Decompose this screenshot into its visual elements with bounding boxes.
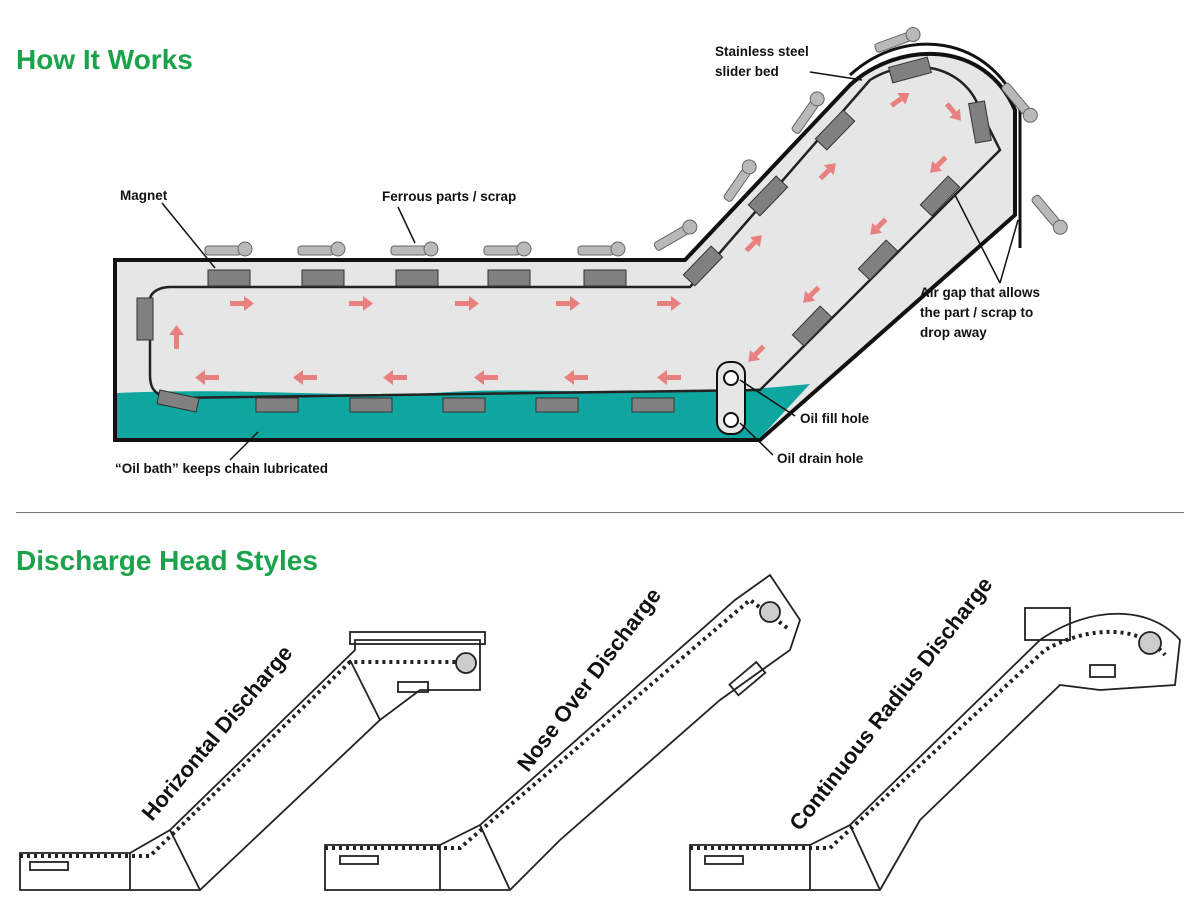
bolt: [653, 219, 698, 251]
magnet: [747, 175, 789, 217]
arrow-left: [564, 370, 588, 385]
leader-line: [809, 71, 863, 81]
bolt: [577, 241, 626, 257]
magnet: [255, 397, 299, 413]
magnet: [136, 297, 154, 341]
arrow-left: [657, 370, 681, 385]
discharge-styles-heading: Discharge Head Styles: [16, 545, 318, 576]
magnet-label: Magnet: [120, 188, 168, 203]
bolt: [791, 91, 825, 134]
bolt: [390, 241, 439, 257]
arrow-left: [474, 370, 498, 385]
bolt: [723, 159, 757, 202]
magnet: [968, 100, 992, 144]
horizontal-discharge-conveyor: [19, 631, 486, 891]
air-gap-label: Air gap that allows: [920, 285, 1040, 300]
section-divider: [16, 512, 1184, 513]
magnet: [156, 389, 200, 413]
bolt: [483, 241, 532, 257]
oil-holes: [716, 361, 746, 435]
magnet: [857, 239, 899, 281]
arrow-right: [455, 296, 479, 311]
leader-line: [229, 431, 259, 461]
oil-drain-hole: [723, 412, 739, 428]
bolt: [1031, 194, 1068, 235]
magnet: [682, 245, 724, 287]
magnet: [207, 269, 251, 287]
magnet: [395, 269, 439, 287]
magnet: [919, 175, 961, 217]
conveyor-body: [113, 51, 1017, 442]
arrow-right: [556, 296, 580, 311]
leader-lines: [161, 71, 1019, 461]
slider-bed-label: slider bed: [715, 64, 779, 79]
leader-line: [397, 206, 416, 244]
magnet: [791, 305, 833, 347]
continuous-radius-discharge-conveyor: [689, 607, 1181, 891]
arrow-down-right: [944, 102, 961, 121]
air-gap-label: drop away: [920, 325, 987, 340]
bolt: [297, 241, 346, 257]
arrow-up-right: [890, 92, 910, 108]
arrow-right: [230, 296, 254, 311]
magnet: [814, 109, 856, 151]
magnet: [535, 397, 579, 413]
magnet: [631, 397, 675, 413]
air-gap-label: the part / scrap to: [920, 305, 1033, 320]
magnets: [136, 56, 992, 413]
bolt: [204, 241, 253, 257]
arrow-left: [293, 370, 317, 385]
arrow-right: [657, 296, 681, 311]
arrow-down-left: [748, 344, 766, 362]
nose-over-discharge-conveyor: [324, 573, 801, 891]
magnet: [301, 269, 345, 287]
magnet: [583, 269, 627, 287]
magnet: [887, 56, 933, 84]
magnet: [349, 397, 393, 413]
how-it-works-heading: How It Works: [16, 44, 193, 75]
flow-arrows: [169, 92, 961, 385]
arrow-up-right: [818, 163, 836, 181]
arrow-left: [383, 370, 407, 385]
bolt: [1001, 82, 1038, 123]
arrow-down-left: [930, 155, 948, 173]
arrow-up: [169, 325, 184, 349]
slider-bed-label: Stainless steel: [715, 44, 809, 59]
leader-line: [739, 422, 774, 456]
ferrous-parts: [204, 27, 1068, 257]
magnet: [442, 397, 486, 413]
oil-fill-hole: [723, 370, 739, 386]
leader-line: [954, 194, 1001, 284]
oil-bath-label: “Oil bath” keeps chain lubricated: [115, 461, 328, 476]
oil-fill-label: Oil fill hole: [800, 411, 869, 426]
leader-line: [739, 379, 796, 417]
ferrous-label: Ferrous parts / scrap: [382, 189, 516, 204]
arrow-down-left: [870, 217, 888, 235]
leader-line: [161, 202, 216, 269]
arrow-left: [195, 370, 219, 385]
arrow-right: [349, 296, 373, 311]
bolt: [874, 27, 921, 53]
arrow-down-left: [803, 285, 821, 303]
leader-line: [999, 219, 1019, 284]
arrow-up-right: [744, 235, 762, 253]
magnet: [487, 269, 531, 287]
oil-drain-label: Oil drain hole: [777, 451, 864, 466]
